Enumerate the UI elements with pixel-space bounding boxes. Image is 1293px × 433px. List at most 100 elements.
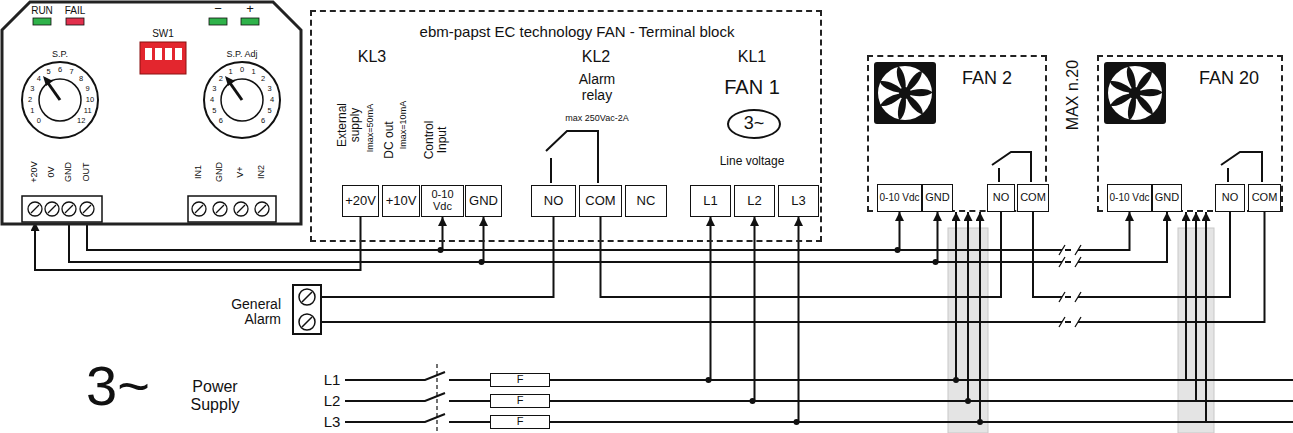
fan-unit: FAN 200-10 VdcGNDNOCOM [1097, 55, 1283, 212]
node-text: +20V [30, 161, 40, 182]
node-text: S.P. [52, 50, 68, 60]
terminal-box: L2 [734, 185, 775, 217]
annotation-label: KL1 [738, 48, 766, 66]
annotation-label: MAX n.20 [1064, 60, 1082, 130]
node-text: GND [469, 194, 498, 208]
node-text: GND [215, 162, 225, 182]
node-text: V+ [236, 166, 246, 177]
terminal-box: L3 [778, 185, 819, 217]
dial-number: 3 [212, 84, 216, 92]
node-text: COM [1020, 192, 1046, 204]
wire [601, 212, 1002, 297]
node-text: 0-10 Vdc [879, 193, 919, 204]
annotation-label: FAN 1 [724, 76, 780, 98]
fan-icon [1104, 62, 1166, 124]
node-text: L3 [791, 194, 805, 208]
annotation-label: Imax=50mA [365, 104, 375, 152]
node-text: FAN 2 [962, 69, 1012, 89]
node-text: FAN 20 [1199, 69, 1259, 89]
fuse: F [490, 415, 550, 429]
dial-number: 7 [69, 68, 73, 76]
node-text: RUN [31, 5, 53, 16]
annotation-label: Alarm relay [567, 72, 627, 103]
dial-number: 3 [268, 84, 272, 92]
node-text: 3~ [744, 114, 765, 133]
dial-number: 5 [268, 107, 272, 115]
dial-number: 6 [58, 66, 62, 74]
dial-number: 2 [219, 75, 223, 83]
node-text: S.P. Adj [227, 50, 258, 60]
three-phase-symbol: 3~ [727, 109, 781, 139]
dial-number: 4 [270, 96, 274, 104]
node-text: 0V [47, 166, 57, 177]
node-text: GND [925, 192, 949, 204]
node-text: IN2 [257, 165, 267, 179]
node-text: NC [637, 194, 656, 208]
terminal-pin: GND [212, 150, 228, 222]
dial-number: 1 [228, 68, 232, 76]
node-text: COM [585, 194, 615, 208]
dial-number: 6 [261, 117, 265, 125]
terminal-pin: 0V [44, 150, 60, 222]
dial-number: 5 [212, 107, 216, 115]
node-text: − [214, 2, 222, 16]
node-text: General Alarm [219, 297, 281, 328]
terminal-pin: +20V [27, 150, 43, 222]
fan-icon [874, 62, 936, 124]
terminal-pin: IN2 [254, 150, 270, 222]
node-text: COM [1252, 192, 1278, 204]
terminal-pin: V+ [233, 150, 249, 222]
fuse: F [490, 394, 550, 408]
terminal-pin: OUT [79, 150, 95, 222]
dial-number: 1 [30, 107, 34, 115]
dial-number: 3 [30, 84, 34, 92]
terminal-box: 0-10 Vdc [877, 184, 922, 212]
terminal-box: COM [579, 185, 622, 217]
terminal-box: NO [987, 184, 1015, 212]
dial-number: 11 [84, 107, 92, 115]
controller-housing [0, 0, 303, 226]
annotation-label: External supply [336, 90, 363, 160]
fan-unit: FAN 2 0-10 Vdc GND NO COM [867, 55, 1047, 212]
annotation-label: KL2 [582, 48, 610, 66]
terminal-box: NC [625, 185, 667, 217]
wire [550, 212, 956, 380]
alarm-terminal: General Alarm [292, 284, 322, 335]
terminal-box: NO [531, 185, 576, 217]
node-text: ebm-papst EC technology FAN - Terminal b… [420, 24, 735, 41]
node-text: NO [1222, 192, 1239, 204]
terminal-box: GND [465, 185, 502, 217]
node-text: +10V [386, 194, 417, 208]
annotation-label: Imax=10mA [398, 101, 408, 149]
node-text: F [517, 416, 524, 428]
terminal-box: NO [1215, 184, 1245, 212]
fuse: F [490, 373, 550, 387]
terminal-pin: IN1 [191, 150, 207, 222]
terminal-box: 0-10 Vdc [1107, 184, 1152, 212]
node-text: IN1 [194, 165, 204, 179]
annotation-label: L1 [324, 372, 341, 389]
annotation-label: 3~ [86, 355, 150, 418]
node-text: +20V [345, 194, 376, 208]
dial-number: 9 [86, 84, 90, 92]
terminal-box: 0-10 Vdc [421, 185, 464, 217]
wire [322, 217, 554, 297]
annotation-label: Power Supply [180, 378, 250, 414]
annotation-label: L3 [324, 414, 341, 431]
dial-number: 1 [251, 68, 255, 76]
node-text: 0-10 Vdc [1109, 193, 1149, 204]
dial-number: 0 [37, 117, 41, 125]
terminal-box: +20V [342, 185, 379, 217]
node-text: L2 [747, 194, 761, 208]
alarm-screw [299, 289, 315, 330]
wire [550, 212, 1186, 380]
annotation-label: Line voltage [720, 155, 785, 168]
node-text: 0-10 Vdc [422, 189, 463, 213]
dial-number: 2 [28, 96, 32, 104]
dial-number: 5 [46, 68, 50, 76]
node-text: OUT [82, 163, 92, 182]
terminal-box: COM [1248, 184, 1281, 212]
terminal-box: L1 [690, 185, 731, 217]
node-text: F [517, 395, 524, 407]
dial-number: 6 [219, 117, 223, 125]
